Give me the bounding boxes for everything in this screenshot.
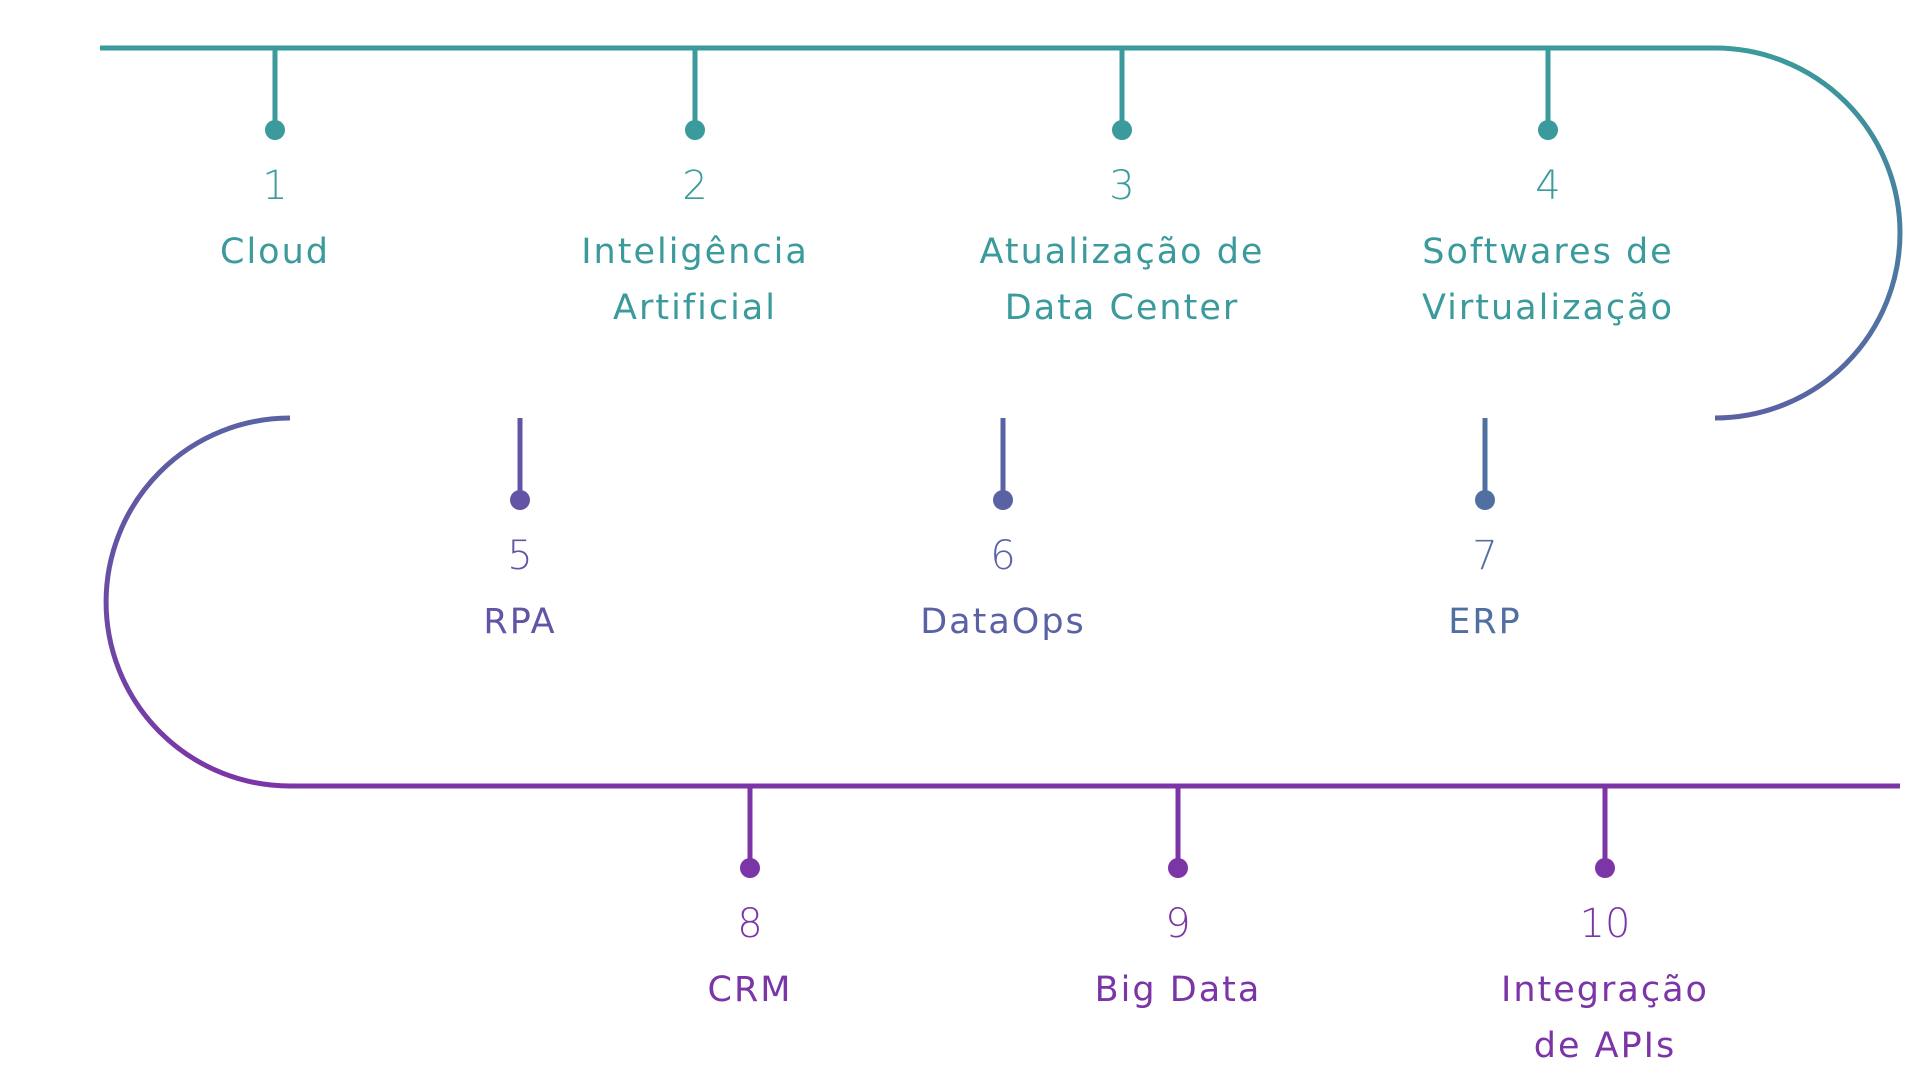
milestone-label: Inteligência Artificial <box>581 232 809 328</box>
milestone-label: Atualização de Data Center <box>979 232 1265 328</box>
milestone-label: Integração de APIs <box>1501 970 1709 1066</box>
milestone-label: ERP <box>1448 602 1522 642</box>
milestone-number: 2 <box>682 163 708 209</box>
milestone-number: 3 <box>1109 163 1135 209</box>
milestone-dot-10 <box>1595 858 1615 878</box>
milestone-label: CRM <box>707 970 793 1010</box>
timeline-curve-right <box>1714 45 1903 421</box>
milestone-dot-7 <box>1475 490 1495 510</box>
milestone-dot-5 <box>510 490 530 510</box>
milestone-dot-3 <box>1112 120 1132 140</box>
milestone-dot-2 <box>685 120 705 140</box>
milestone-number: 10 <box>1579 901 1631 947</box>
milestone-number: 9 <box>1165 901 1191 947</box>
milestone-dot-8 <box>740 858 760 878</box>
milestone-dot-4 <box>1538 120 1558 140</box>
timeline-curve-left <box>103 415 291 789</box>
milestone-label: DataOps <box>920 602 1086 642</box>
milestone-label: Softwares de Virtualização <box>1421 232 1674 328</box>
milestone-dot-6 <box>993 490 1013 510</box>
milestone-dot-1 <box>265 120 285 140</box>
milestone-number: 4 <box>1535 163 1561 209</box>
milestone-number: 7 <box>1472 533 1498 579</box>
milestone-label: Cloud <box>220 232 330 272</box>
milestone-number: 6 <box>990 533 1016 579</box>
milestone-label: Big Data <box>1094 970 1262 1010</box>
milestone-number: 1 <box>262 163 288 209</box>
milestone-number: 8 <box>737 901 763 947</box>
milestone-label: RPA <box>483 602 557 642</box>
milestone-dot-9 <box>1168 858 1188 878</box>
milestone-number: 5 <box>507 533 533 579</box>
